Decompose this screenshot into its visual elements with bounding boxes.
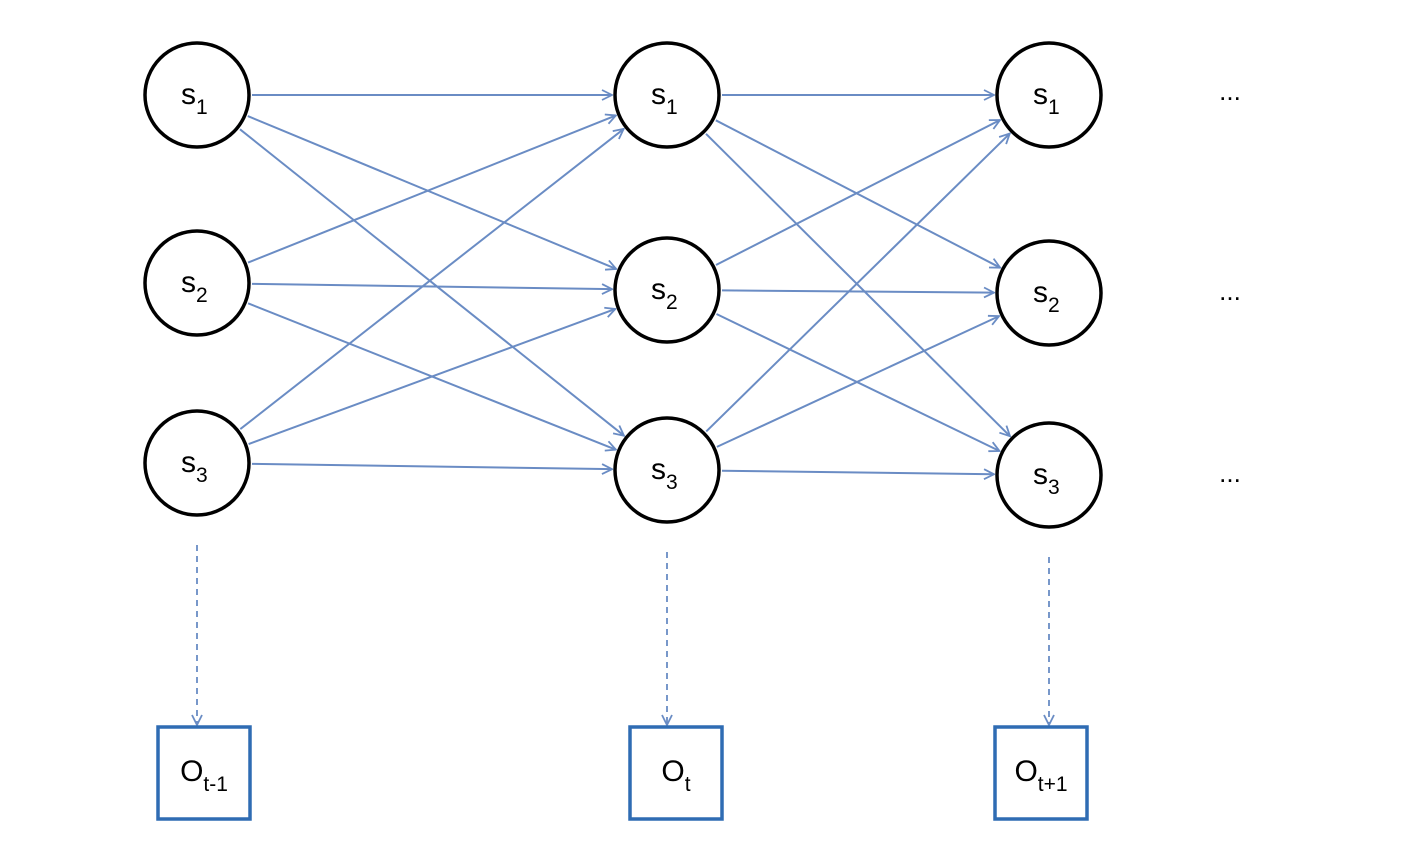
state-label-col1-s2: s2 [651, 273, 678, 314]
transition-edge-t1-s1-to-s2 [715, 119, 1000, 267]
state-node-col1-s1 [613, 41, 721, 149]
state-label-col2-s3: s3 [1033, 458, 1060, 499]
state-node-col0-s3 [143, 409, 251, 517]
transition-edge-t1-s3-to-s3 [721, 471, 994, 475]
continuation-ellipsis-s3: ... [1219, 458, 1241, 488]
continuation-ellipsis-s1: ... [1219, 76, 1241, 106]
state-node-col1-s2 [613, 236, 721, 344]
state-label-col0-s1: s1 [181, 78, 208, 119]
transition-edge-t1-s3-to-s2 [716, 316, 999, 448]
state-label-col2-s1: s1 [1033, 78, 1060, 119]
transition-edge-t0-s2-to-s1 [247, 115, 616, 264]
transition-edge-t0-s3-to-s1 [239, 129, 623, 430]
transition-edge-t0-s3-to-s3 [251, 462, 612, 469]
transition-edge-t0-s1-to-s2 [247, 115, 616, 269]
state-label-col0-s3: s3 [181, 446, 208, 487]
observation-box-0 [156, 725, 252, 821]
state-node-col2-s1 [995, 41, 1103, 149]
state-label-col1-s3: s3 [651, 453, 678, 494]
state-label-col1-s1: s1 [651, 78, 678, 119]
state-node-col2-s2 [995, 239, 1103, 347]
edges-layer [197, 95, 1049, 725]
transition-edge-t1-s2-to-s1 [715, 120, 1000, 266]
transition-edge-t1-s1-to-s3 [705, 133, 1010, 436]
continuation-ellipsis-s2: ... [1219, 276, 1241, 306]
state-label-col2-s2: s2 [1033, 276, 1060, 317]
observation-label-2: Ot+1 [1014, 755, 1067, 796]
state-node-col1-s3 [613, 416, 721, 524]
state-label-col0-s2: s2 [181, 266, 208, 307]
observation-label-0: Ot-1 [180, 755, 228, 796]
transition-edge-t0-s1-to-s3 [239, 128, 624, 435]
transition-edge-t1-s2-to-s2 [721, 290, 994, 292]
observation-box-2 [993, 725, 1089, 821]
state-node-col0-s2 [143, 229, 251, 337]
transition-edge-t0-s3-to-s2 [248, 309, 616, 445]
transition-edge-t0-s2-to-s2 [251, 282, 612, 289]
state-node-col2-s3 [995, 421, 1103, 529]
observation-box-1 [628, 725, 724, 821]
nodes-layer [143, 41, 1103, 821]
observation-label-1: Ot [661, 755, 690, 796]
transition-edge-t1-s3-to-s1 [705, 134, 1010, 433]
state-node-col0-s1 [143, 41, 251, 149]
